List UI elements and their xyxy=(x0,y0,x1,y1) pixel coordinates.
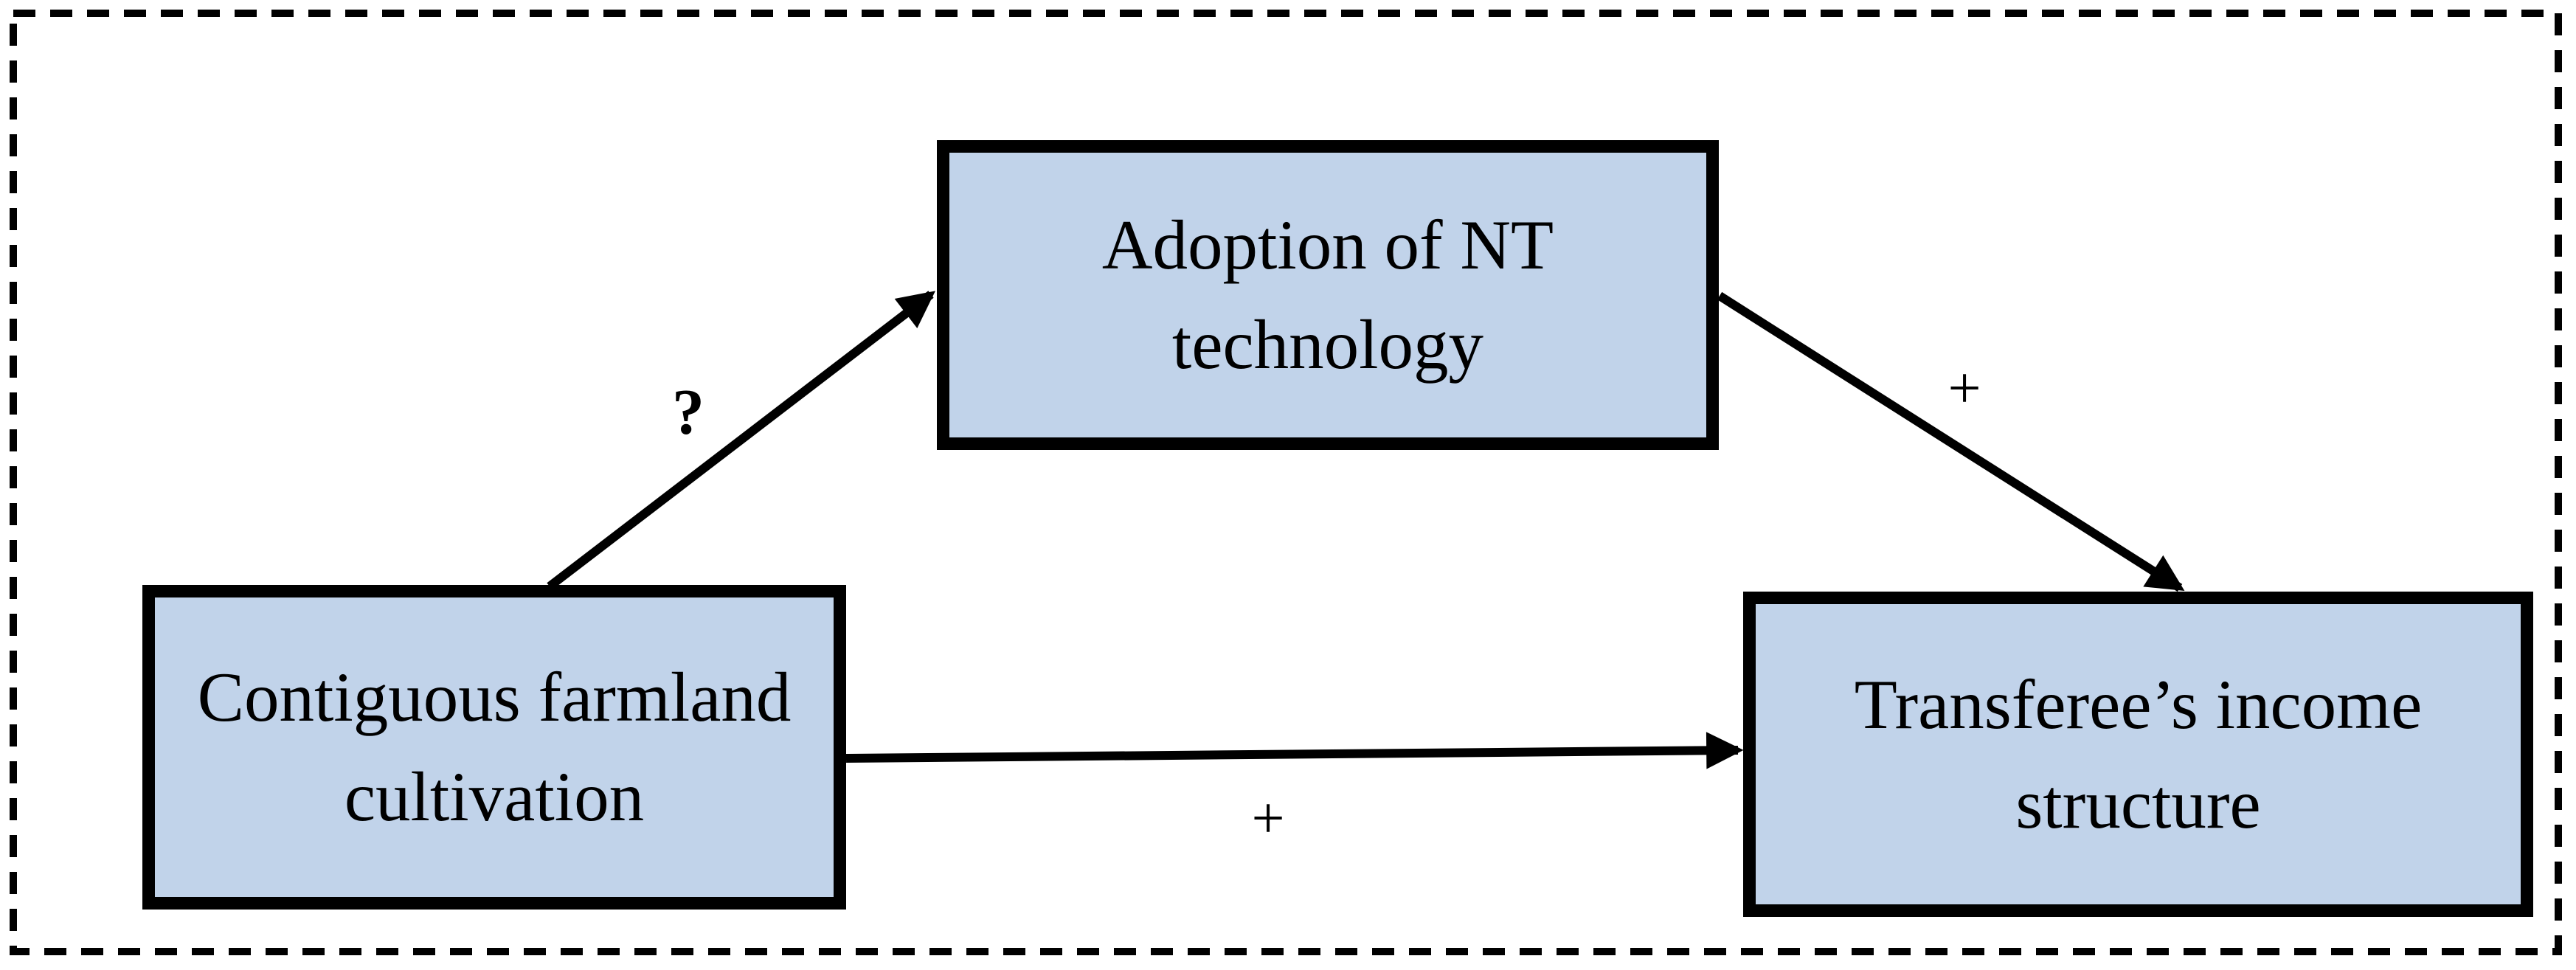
box-label-adoption: Adoption of NT technology xyxy=(1101,206,1554,384)
box-label-cultivation: Contiguous farmland cultivation xyxy=(197,658,792,836)
dashed-frame xyxy=(10,10,2562,955)
arrow-adoption-to-income xyxy=(1717,291,2185,592)
box-contiguous-farmland-cultivation: Contiguous farmland cultivation xyxy=(142,585,846,910)
edge-label-plus-cultivation-to-income: + xyxy=(1251,786,1285,851)
arrow-cultivation-to-income xyxy=(845,732,1744,769)
box-transferees-income-structure: Transferee’s income structure xyxy=(1743,592,2533,917)
box-adoption-of-nt-technology: Adoption of NT technology xyxy=(937,140,1719,450)
edge-label-plus-adoption-to-income: + xyxy=(1947,356,1981,421)
box-label-income: Transferee’s income structure xyxy=(1854,665,2423,843)
arrow-cultivation-to-adoption xyxy=(547,291,936,590)
edge-label-question-mark: ? xyxy=(672,377,704,448)
